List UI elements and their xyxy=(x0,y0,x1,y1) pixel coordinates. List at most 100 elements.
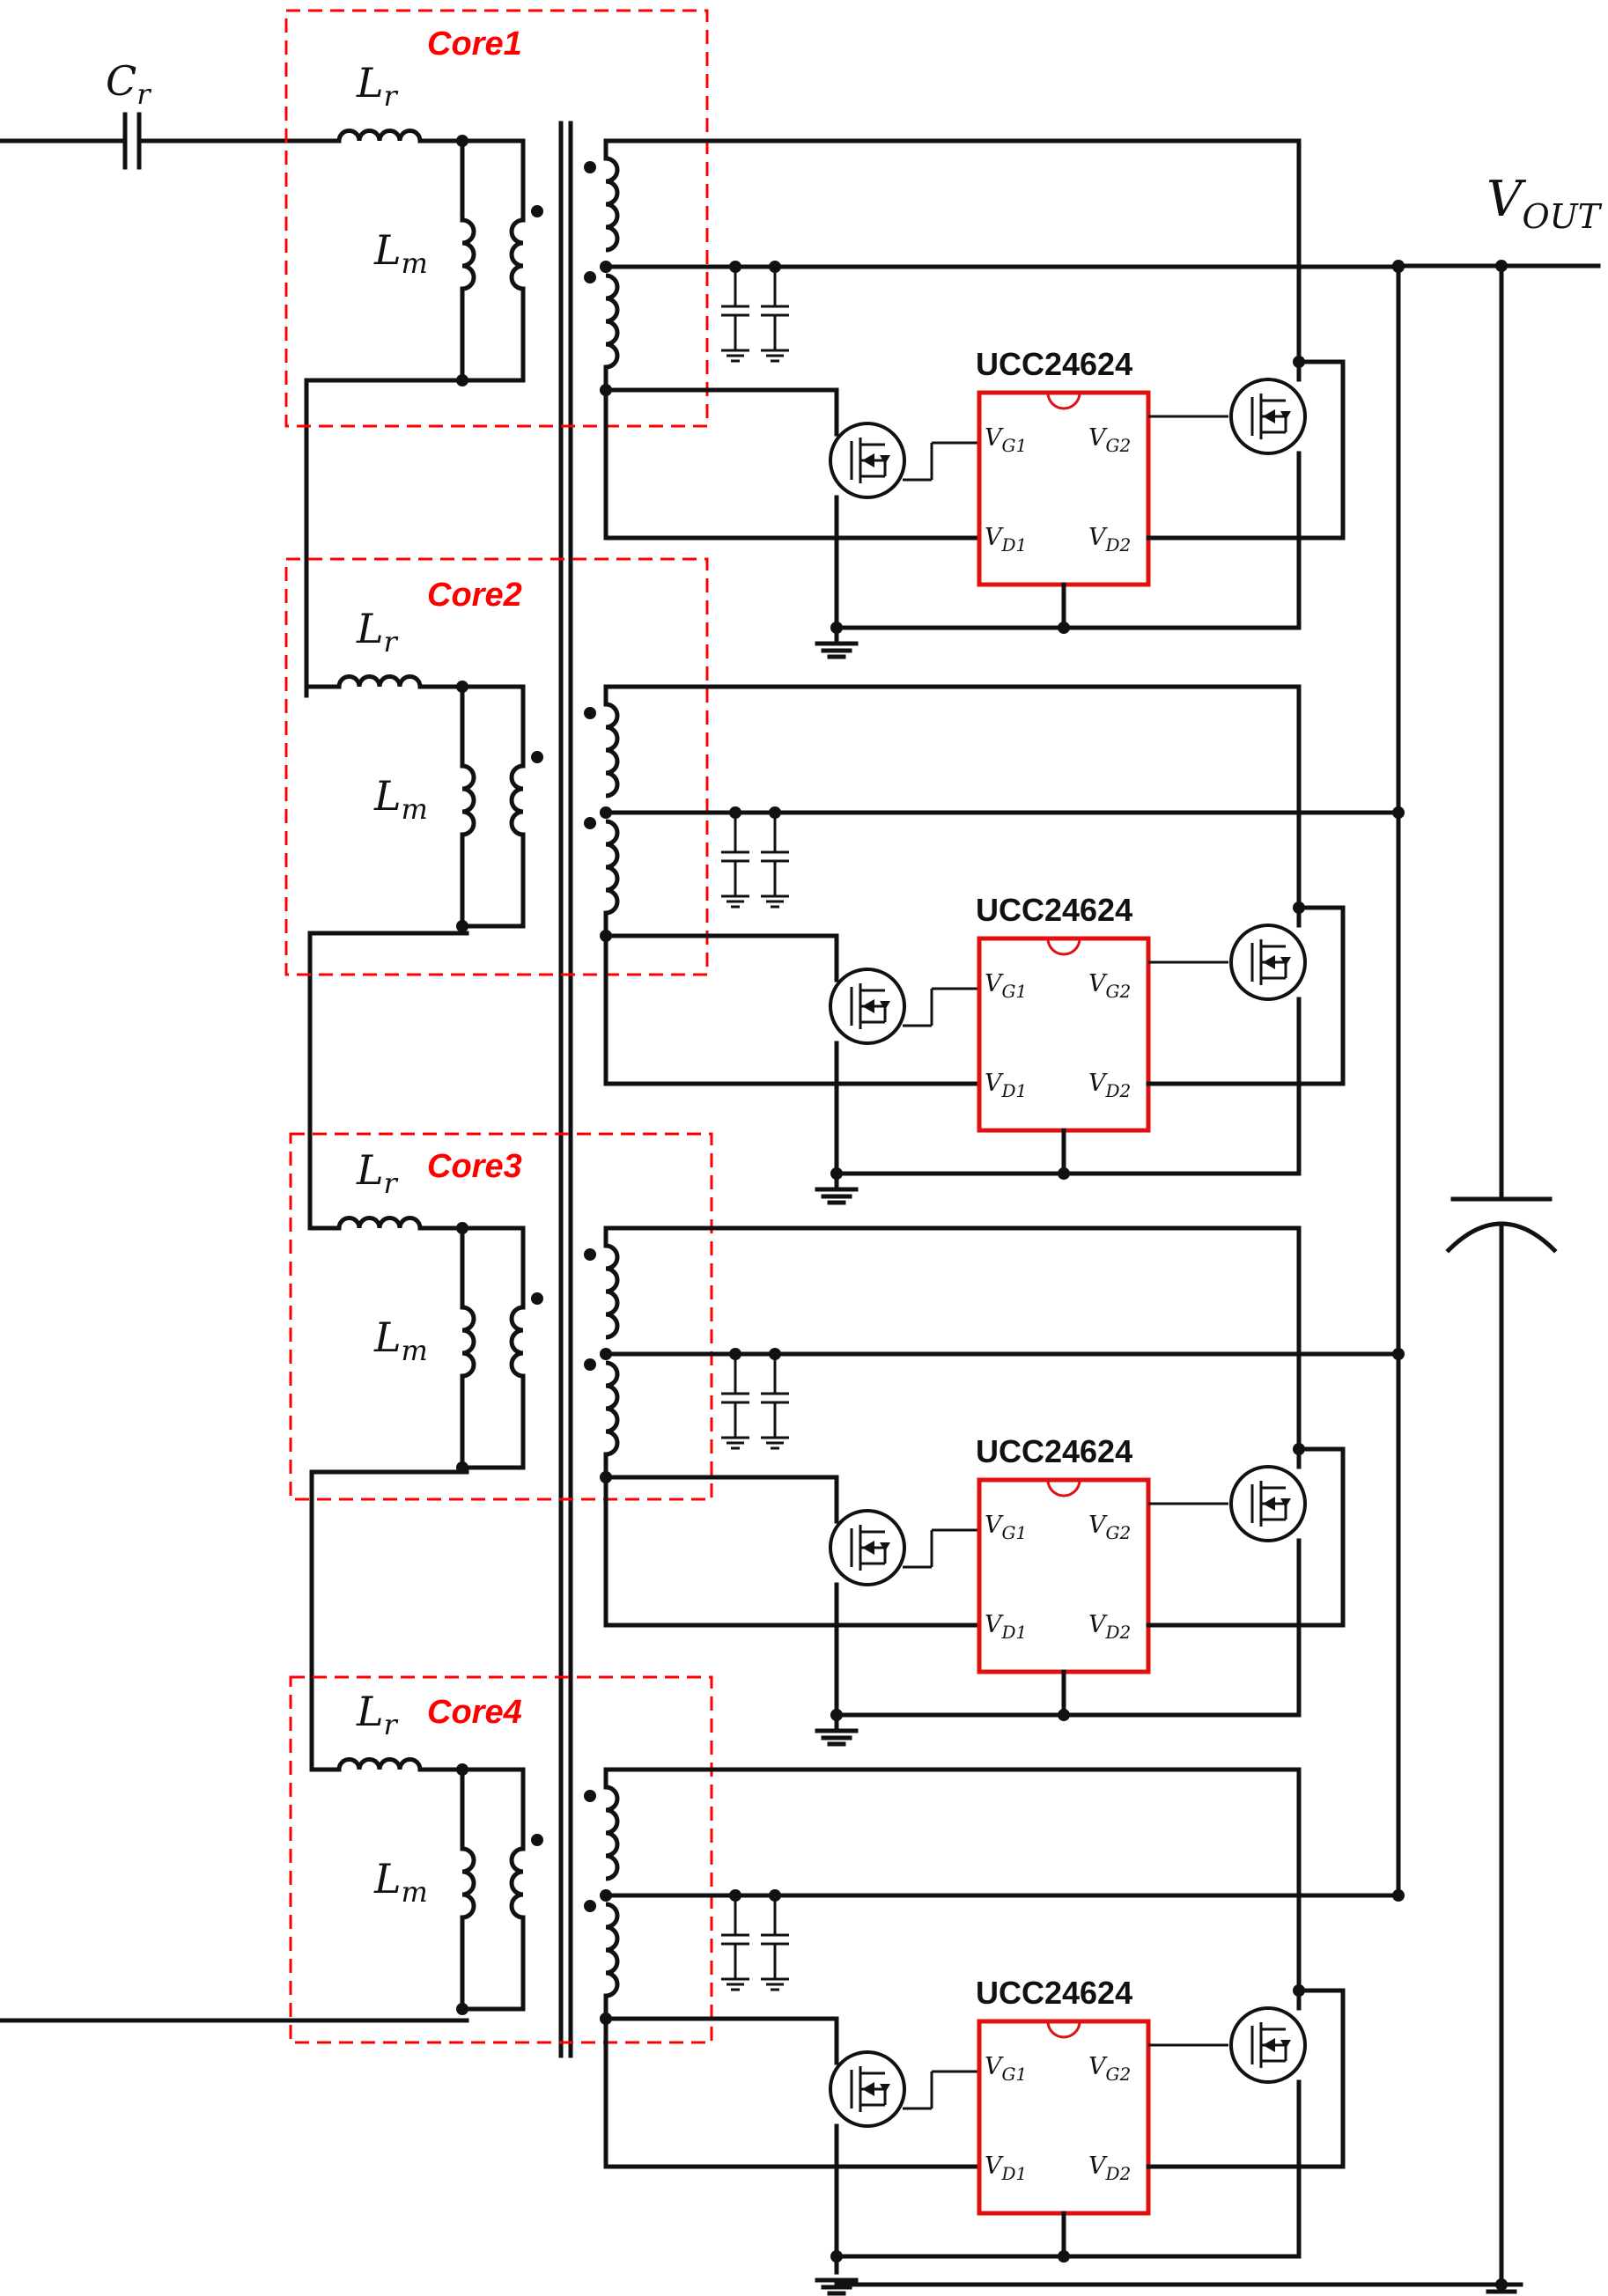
vout-junction-dot xyxy=(1495,260,1508,272)
stage-1-q1-diode xyxy=(880,455,890,464)
stage-3-vg1-pin: VG1 xyxy=(985,1512,1027,1543)
stage-3-ic-gnd-dot xyxy=(1058,1709,1070,1721)
stage-3-q1-diode xyxy=(880,1542,890,1551)
core-3-boundary xyxy=(289,1132,713,1501)
stage-1-centre-tap-to-bus-dot xyxy=(1392,261,1405,273)
stage-2-ic-gnd-dot xyxy=(1058,1167,1070,1180)
stage-4-sec-dot-upper xyxy=(584,1790,596,1802)
stage-2-filter-cap-a-dot xyxy=(729,806,741,819)
stage-3-vg2-pin: VG2 xyxy=(1088,1512,1131,1543)
vout-label: VOUT xyxy=(1486,171,1603,236)
stage-1-lm-coil xyxy=(461,217,476,291)
stage-3-ucc24624-body xyxy=(977,1477,1151,1674)
stage-3-sec-dot-lower xyxy=(584,1358,596,1371)
stage-1-vd2-pin: VD2 xyxy=(1088,524,1131,556)
stage-1-sec-dot-lower xyxy=(584,271,596,283)
stage-2-ic-part-label: UCC24624 xyxy=(976,892,1132,928)
stage-1-ic-notch xyxy=(1046,392,1081,410)
stage-2-ucc24624-body xyxy=(977,936,1151,1133)
stage-3-centre-tap-to-bus-dot xyxy=(1392,1348,1405,1360)
stage-4-sec-dot-lower xyxy=(584,1900,596,1912)
stage-2-q2-diode xyxy=(1280,957,1291,966)
stage-4-ic-notch xyxy=(1046,2020,1081,2039)
stage-2-centre-tap-to-bus-dot xyxy=(1392,806,1405,819)
stage-2-sec-dot-lower xyxy=(584,817,596,829)
stage-2-lm-coil xyxy=(461,763,476,837)
stage-4-lr-label: Lr xyxy=(356,1688,399,1741)
stage-4-vg1-pin: VG1 xyxy=(985,2053,1027,2085)
stage-3-pri-polarity-dot xyxy=(531,1292,543,1305)
stage-4-vg2-pin: VG2 xyxy=(1088,2053,1131,2085)
stage-1-vg1-pin: VG1 xyxy=(985,424,1027,456)
stage-3-lr-label: Lr xyxy=(356,1146,399,1200)
stage-4-lm-coil xyxy=(461,1846,476,1920)
stage-4-sec-coil-upper xyxy=(605,1785,620,1881)
stage-2-q2-arrow xyxy=(1263,955,1275,969)
core-4-boundary xyxy=(289,1675,713,2044)
static-wiring: Cr VOUT xyxy=(0,57,1603,2294)
stage-4-ic-part-label: UCC24624 xyxy=(976,1975,1132,2011)
stage-2-sec-coil-upper xyxy=(605,702,620,798)
stage-3-q2-diode xyxy=(1280,1498,1291,1507)
stage-2-filter-cap-b-dot xyxy=(769,806,781,819)
stage-3-q2-arrow xyxy=(1263,1497,1275,1511)
stage-4-pri-polarity-dot xyxy=(531,1834,543,1846)
core-4-label: Core4 xyxy=(427,1694,522,1731)
stage-2-pri-winding-coil xyxy=(509,763,524,837)
stage-2-vd2-pin: VD2 xyxy=(1088,1070,1131,1101)
stage-4-centre-tap-to-bus-dot xyxy=(1392,1889,1405,1902)
stage-1-vd1-pin: VD1 xyxy=(985,524,1027,556)
stage-4-q2-arrow xyxy=(1263,2038,1275,2052)
stage-1-ucc24624-body xyxy=(977,390,1151,587)
stage-3-q1-arrow xyxy=(862,1541,874,1555)
stage-1-sec-coil-lower xyxy=(605,273,620,370)
stage-1-pri-winding-coil xyxy=(509,217,524,291)
core-2-boundary xyxy=(284,557,709,976)
stage-1-lr-coil xyxy=(336,129,423,142)
stage-3-sec-dot-upper xyxy=(584,1248,596,1261)
stage-1-vg2-pin: VG2 xyxy=(1088,424,1131,456)
stage-3-ic-part-label: UCC24624 xyxy=(976,1433,1132,1469)
stage-2-lm-label: Lm xyxy=(373,772,428,826)
stage-2-q1-diode xyxy=(880,1001,890,1010)
stage-1-pri-polarity-dot xyxy=(531,205,543,217)
stage-4-lr-coil xyxy=(336,1757,423,1770)
stage-2-lr-label: Lr xyxy=(356,605,399,659)
stage-1-lm-label: Lm xyxy=(373,226,428,280)
stage-4-q2-diode xyxy=(1280,2040,1291,2049)
stage-1-ic-part-label: UCC24624 xyxy=(976,346,1132,382)
stage-2-q1-arrow xyxy=(862,999,874,1013)
stage-1-q2-arrow xyxy=(1263,409,1275,423)
stage-3-sec-coil-upper xyxy=(605,1243,620,1340)
stage-4-filter-cap-b-dot xyxy=(769,1889,781,1902)
stage-4-q1-arrow xyxy=(862,2082,874,2096)
stage-3-vd2-pin: VD2 xyxy=(1088,1611,1131,1643)
stage-2-vg1-pin: VG1 xyxy=(985,970,1027,1002)
stage-1-sec-dot-upper xyxy=(584,161,596,173)
stage-1-ic-gnd-dot xyxy=(1058,622,1070,634)
stage-4-primary-node-bottom xyxy=(456,2003,468,2015)
stage-3-lm-coil xyxy=(461,1305,476,1379)
stage-3-lr-coil xyxy=(336,1216,423,1229)
stage-3-vd1-pin: VD1 xyxy=(985,1611,1027,1643)
stage-3-lm-label: Lm xyxy=(373,1314,428,1367)
core-1-boundary xyxy=(284,9,709,428)
stage-3-filter-cap-b-dot xyxy=(769,1348,781,1360)
core-2-label: Core2 xyxy=(427,577,522,614)
stage-4-q1-diode xyxy=(880,2084,890,2093)
stage-2-pri-polarity-dot xyxy=(531,751,543,763)
core-3-label: Core3 xyxy=(427,1148,522,1185)
stage-4-pri-winding-coil xyxy=(509,1846,524,1920)
stage-2-ic-notch xyxy=(1046,938,1081,956)
stage-4-sec-coil-lower xyxy=(605,1902,620,1998)
stage-2-lr-coil xyxy=(336,674,423,688)
stage-1-q1-arrow xyxy=(862,453,874,467)
stage-1-lr-label: Lr xyxy=(356,59,399,113)
stage-4-vd2-pin: VD2 xyxy=(1088,2152,1131,2184)
